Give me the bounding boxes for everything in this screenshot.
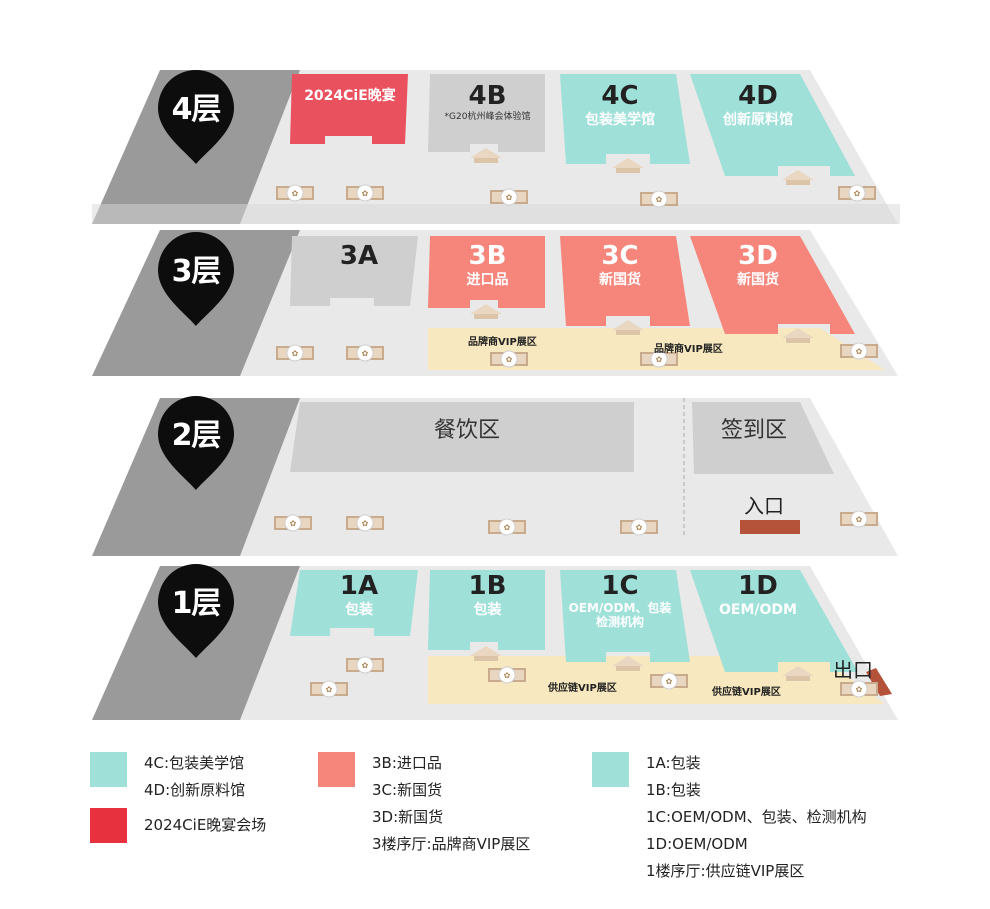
legend-1c: 1C:OEM/ODM、包装、检测机构 <box>646 808 867 826</box>
legend-swatch-salmon <box>318 752 355 787</box>
zone-3b: 3B 进口品 <box>430 241 545 288</box>
zone-4b-note: *G20杭州峰会体验馆 <box>444 111 531 122</box>
legend-4c: 4C:包装美学馆 <box>144 754 245 772</box>
zone-1a: 1A 包装 <box>300 571 418 618</box>
legend-col-1: 4C:包装美学馆 4D:创新原料馆 <box>144 750 245 804</box>
vip-label-1-1: 供应链VIP展区 <box>548 683 617 694</box>
legend-1-lobby: 1楼序厅:供应链VIP展区 <box>646 862 805 880</box>
zone-4d-code: 4D <box>738 81 778 111</box>
floor-3-label: 3层 <box>171 254 222 289</box>
vip-label-3-2: 品牌商VIP展区 <box>654 344 723 355</box>
zone-banquet-label: 2024CiE晚宴 <box>304 88 396 104</box>
legend-3d: 3D:新国货 <box>372 808 444 826</box>
floor-4: 4层 2024CiE晚宴 4B *G20杭州峰会体验馆 4C 包装美学馆 4D … <box>0 66 990 224</box>
floor-3-pin: 3层 <box>158 232 234 332</box>
legend-3b: 3B:进口品 <box>372 754 442 772</box>
zone-3c: 3C 新国货 <box>562 241 678 288</box>
zone-1c-name: OEM/ODM、包装 <box>568 600 672 615</box>
floor-4-pin: 4层 <box>158 70 234 170</box>
legend-1a: 1A:包装 <box>646 754 701 772</box>
legend-swatch-teal-1 <box>90 752 127 787</box>
zone-3d-code: 3D <box>738 241 778 271</box>
floor-2: 2层 餐饮区 签到区 入口 <box>0 396 990 556</box>
zone-1b-code: 1B <box>468 571 507 601</box>
zone-4d-name: 创新原料馆 <box>723 111 793 128</box>
zone-1d: 1D OEM/ODM <box>700 571 816 618</box>
zone-1c-name2: 检测机构 <box>595 614 644 629</box>
floor-3: 3层 3A 3B 进口品 3C 新国货 3D 新国货 品牌商VIP展区 品牌商V… <box>0 228 990 378</box>
legend-4d: 4D:创新原料馆 <box>144 781 246 799</box>
zone-1a-code: 1A <box>339 571 379 601</box>
legend-1b: 1B:包装 <box>646 781 701 799</box>
zone-3c-name: 新国货 <box>599 271 641 288</box>
floor-1: 1层 1A 包装 1B 包装 1C OEM/ODM、包装 检测机构 1D OEM… <box>0 564 990 720</box>
vip-label-3-1: 品牌商VIP展区 <box>468 337 537 348</box>
floor-2-label: 2层 <box>171 418 222 453</box>
zone-4c: 4C 包装美学馆 <box>562 81 678 128</box>
legend-3-lobby: 3楼序厅:品牌商VIP展区 <box>372 835 531 853</box>
floor-1-label: 1层 <box>171 586 222 621</box>
zone-3a-code: 3A <box>339 241 379 271</box>
zone-3c-code: 3C <box>601 241 639 271</box>
legend-col-2: 3B:进口品 3C:新国货 3D:新国货 3楼序厅:品牌商VIP展区 <box>372 750 530 858</box>
zone-3d: 3D 新国货 <box>700 241 816 288</box>
legend-1d: 1D:OEM/ODM <box>646 835 748 853</box>
zone-checkin: 签到区 <box>720 418 787 443</box>
zone-banquet: 2024CiE晚宴 <box>294 88 406 104</box>
legend-swatch-red <box>90 808 127 843</box>
zone-3b-name: 进口品 <box>466 271 509 288</box>
zone-1c-code: 1C <box>601 571 639 601</box>
zone-3a: 3A <box>300 241 418 272</box>
zone-1b-name: 包装 <box>473 601 502 618</box>
floor-4-label: 4层 <box>171 92 222 127</box>
zone-4c-name: 包装美学馆 <box>585 111 655 128</box>
zone-4c-code: 4C <box>601 81 639 111</box>
vip-label-1-2: 供应链VIP展区 <box>712 687 781 698</box>
zone-1b: 1B 包装 <box>430 571 545 618</box>
zone-1d-code: 1D <box>738 571 778 601</box>
zone-4b: 4B *G20杭州峰会体验馆 <box>430 81 545 122</box>
legend-3c: 3C:新国货 <box>372 781 443 799</box>
floor-1-pin: 1层 <box>158 564 234 664</box>
zone-4b-code: 4B <box>468 81 507 111</box>
entrance-label: 入口 <box>744 494 784 518</box>
zone-4d: 4D 创新原料馆 <box>700 81 816 128</box>
legend-swatch-teal-2 <box>592 752 629 787</box>
zone-3b-code: 3B <box>468 241 507 271</box>
floor-4-plan <box>92 70 900 224</box>
floor-2-pin: 2层 <box>158 396 234 496</box>
exit-label: 出口 <box>833 658 873 682</box>
zone-dining: 餐饮区 <box>433 418 500 443</box>
legend-banquet: 2024CiE晚宴会场 <box>144 816 267 834</box>
floor-2-plan <box>92 398 898 556</box>
legend-col-3: 1A:包装 1B:包装 1C:OEM/ODM、包装、检测机构 1D:OEM/OD… <box>646 750 867 885</box>
zone-3d-name: 新国货 <box>737 271 779 288</box>
zone-1c: 1C OEM/ODM、包装 检测机构 <box>560 571 680 629</box>
zone-1a-name: 包装 <box>345 601 373 618</box>
floor-3-plan <box>92 230 898 376</box>
zone-1d-name: OEM/ODM <box>719 601 797 618</box>
